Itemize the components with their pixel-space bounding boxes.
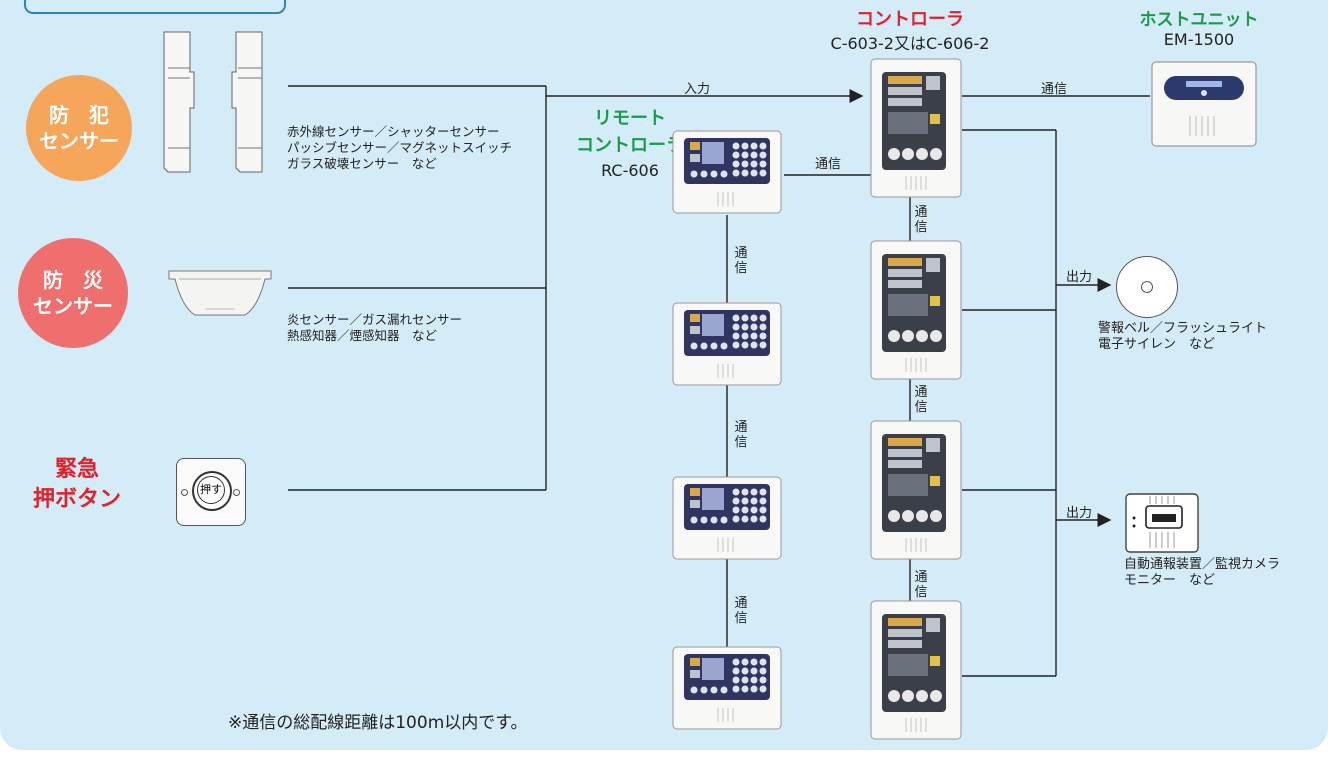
- security-sensor-list: 赤外線センサー／シャッターセンサー パッシブセンサー／マグネットスイッチ ガラス…: [287, 124, 512, 172]
- header-tab: [24, 0, 286, 14]
- bousai-sensor-circle: 防 災 センサー: [18, 238, 128, 348]
- disaster-sensor-line: 熱感知器／煙感知器 など: [287, 328, 438, 343]
- remote-model: RC-606: [601, 161, 659, 180]
- input-label: 入力: [684, 82, 711, 97]
- screw-icon: [233, 489, 240, 496]
- alarm-bell-image: [1116, 256, 1178, 318]
- controller-unit-image: [870, 240, 962, 380]
- controller-unit-image: [870, 600, 962, 740]
- controller-title: コントローラ: [856, 9, 964, 30]
- controller-comm-vertical-label: 通信: [914, 385, 928, 415]
- host-model: EM-1500: [1163, 30, 1235, 49]
- auto-output-line: モニター など: [1124, 573, 1216, 588]
- host-title: ホストユニット: [1139, 10, 1259, 30]
- remote-unit-image: [672, 476, 782, 560]
- bousai-label-1: 防 災: [43, 268, 103, 292]
- controller-comm-vertical-label: 通信: [914, 205, 928, 235]
- infrared-sensor-image: [163, 31, 263, 173]
- host-unit-image: [1151, 61, 1257, 147]
- remote-unit-image: [672, 646, 782, 730]
- host-panel-display: [1164, 76, 1244, 100]
- bell-output-list: 警報ベル／フラッシュライト 電子サイレン など: [1098, 321, 1267, 353]
- push-button[interactable]: 押す: [192, 471, 232, 511]
- output-label-auto: 出力: [1066, 506, 1093, 521]
- controller-unit-image: [870, 420, 962, 560]
- security-sensor-line: 赤外線センサー／シャッターセンサー: [287, 124, 500, 139]
- controller-model: C-603-2又はC-606-2: [830, 34, 990, 53]
- auto-output-list: 自動通報装置／監視カメラ モニター など: [1124, 557, 1280, 589]
- remote-comm-vertical-label: 通信: [734, 246, 748, 276]
- controller-unit-image: [870, 58, 962, 198]
- kinkyu-label-1: 緊急: [54, 457, 99, 482]
- remote-unit-image: [672, 130, 782, 214]
- footnote: ※通信の総配線距離は100m以内です。: [228, 713, 528, 733]
- disaster-sensor-line: 炎センサー／ガス漏れセンサー: [287, 312, 463, 327]
- auto-output-line: 自動通報装置／監視カメラ: [1124, 557, 1281, 572]
- auto-notifier-image: [1125, 493, 1199, 553]
- output-label-bell: 出力: [1066, 270, 1093, 285]
- screw-icon: [181, 489, 188, 496]
- remote-comm-vertical-label: 通信: [734, 420, 748, 450]
- bell-output-line: 電子サイレン など: [1098, 337, 1216, 352]
- security-sensor-line: ガラス破壊センサー など: [287, 156, 437, 171]
- remote-title-line: リモート: [594, 108, 666, 129]
- remote-title-line: コントローラ: [576, 135, 684, 156]
- remote-title: リモート コントローラ: [566, 105, 694, 159]
- host-comm-label: 通信: [1041, 82, 1068, 97]
- bell-center-icon: [1141, 281, 1153, 293]
- bouhan-sensor-circle: 防 犯 センサー: [26, 75, 132, 181]
- kinkyu-label: 緊急 押ボタン: [22, 455, 132, 515]
- bousai-label-2: センサー: [33, 294, 113, 318]
- bell-output-line: 警報ベル／フラッシュライト: [1098, 321, 1268, 336]
- bouhan-label-2: センサー: [39, 129, 119, 153]
- disaster-sensor-list: 炎センサー／ガス漏れセンサー 熱感知器／煙感知器 など: [287, 312, 462, 344]
- bouhan-label-1: 防 犯: [49, 103, 109, 127]
- controller-comm-vertical-label: 通信: [914, 570, 928, 600]
- security-sensor-line: パッシブセンサー／マグネットスイッチ: [287, 140, 513, 155]
- emergency-button-device: 押す: [176, 458, 246, 526]
- remote-comm-label: 通信: [815, 157, 842, 172]
- push-button-label: 押す: [197, 476, 225, 504]
- remote-comm-vertical-label: 通信: [734, 596, 748, 626]
- remote-unit-image: [672, 302, 782, 386]
- smoke-detector-image: [168, 270, 272, 316]
- kinkyu-label-2: 押ボタン: [32, 487, 121, 512]
